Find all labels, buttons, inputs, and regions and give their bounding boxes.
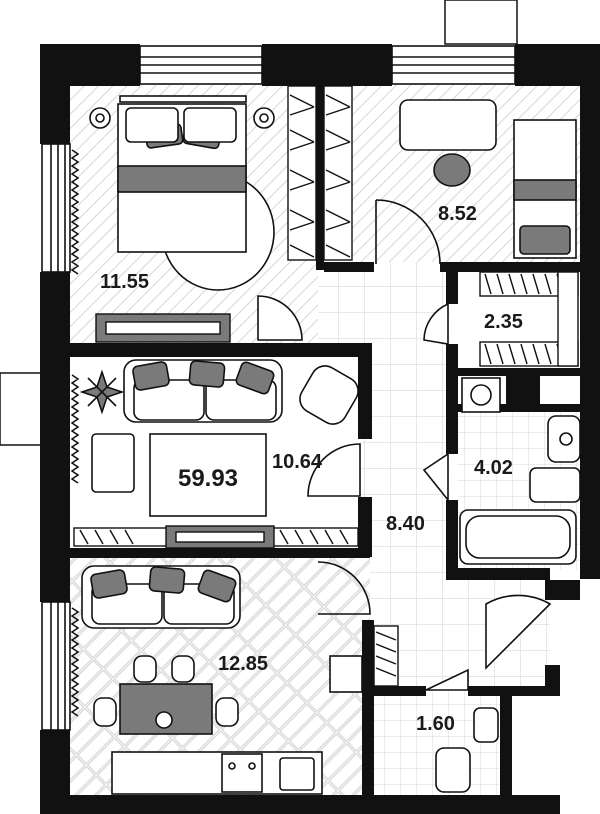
flower-icon — [155, 711, 173, 729]
dining-table — [119, 683, 213, 735]
living-room-furniture — [79, 359, 359, 517]
door-entrance — [485, 594, 552, 670]
room-area-bathroom: 4.02 — [474, 457, 513, 479]
room-area-living-room: 10.64 — [272, 451, 323, 473]
armchair — [299, 365, 359, 425]
kids-room-furniture — [399, 99, 577, 259]
plant-icon — [79, 369, 125, 415]
walls — [40, 44, 600, 814]
fridge — [329, 655, 363, 693]
kitchen-sink — [279, 757, 315, 791]
doors — [257, 199, 552, 691]
kitchen-furniture — [81, 565, 363, 795]
toilet-bowl — [435, 747, 471, 793]
bathroom-fixtures — [435, 377, 581, 793]
door-kids — [375, 199, 441, 265]
toilet-washbasin — [473, 707, 499, 743]
room-area-kids-room: 8.52 — [438, 203, 477, 225]
rug-living — [149, 433, 267, 517]
door-wardrobe — [423, 302, 449, 345]
stove — [221, 753, 263, 793]
window-left-kitchen — [41, 601, 71, 731]
windows — [41, 45, 516, 731]
radiators — [70, 149, 80, 717]
door-kitchen — [317, 561, 371, 615]
total-area: 59.93 — [178, 465, 238, 492]
top-vent — [444, 0, 518, 45]
desk — [399, 99, 497, 151]
door-bedroom — [257, 295, 303, 341]
room-area-kitchen-dining: 12.85 — [218, 653, 268, 675]
room-area-hallway: 8.40 — [386, 513, 425, 535]
left-balcony — [0, 372, 43, 446]
bidet — [529, 467, 581, 503]
room-labels: 11.55 8.52 2.35 10.64 4.02 8.40 12.85 1.… — [100, 203, 523, 735]
closets — [73, 85, 579, 687]
door-bathroom — [422, 452, 449, 503]
desk-chair — [433, 153, 471, 187]
room-area-toilet: 1.60 — [416, 713, 455, 735]
room-area-bedroom: 11.55 — [100, 271, 149, 293]
door-toilet — [425, 668, 469, 691]
room-area-wardrobe: 2.35 — [484, 311, 523, 333]
side-table — [91, 433, 135, 493]
bedroom-furniture — [89, 95, 275, 291]
window-left-bedroom — [41, 143, 71, 273]
door-living — [307, 443, 361, 497]
